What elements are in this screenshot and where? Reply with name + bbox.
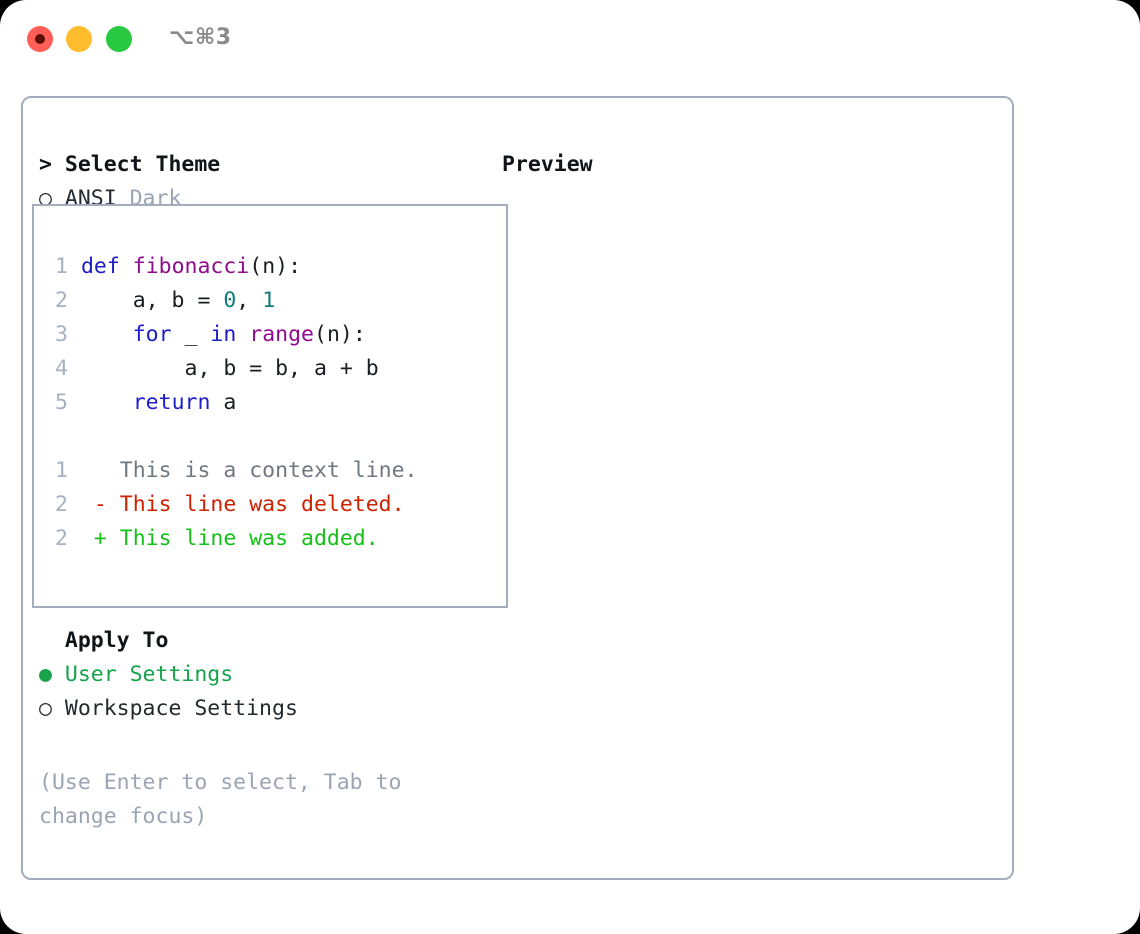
apply-to-item[interactable]: ○ Workspace Settings: [39, 692, 479, 726]
code-gap: [46, 420, 500, 454]
code-gutter-space: [68, 288, 81, 313]
code-token: [81, 322, 133, 347]
close-icon: [35, 34, 45, 44]
diff-line-text: + This line was added.: [68, 526, 379, 551]
code-token: in: [210, 322, 237, 347]
code-token: a, b =: [80, 288, 224, 313]
diff-line-number: 2: [55, 492, 68, 517]
diff-line: 2 - This line was deleted.: [46, 488, 500, 522]
diff-line-number: 2: [55, 526, 68, 551]
radio-selected-icon: ●: [39, 662, 65, 687]
heading-prefix: >: [39, 152, 65, 177]
code-line-number: 1: [55, 254, 68, 279]
code-line-number: 5: [55, 390, 68, 415]
preview-pane: Preview: [502, 148, 992, 182]
code-token: 0: [223, 288, 237, 313]
code-token: for: [132, 322, 172, 347]
code-line: 3 for _ in range(n):: [46, 318, 500, 352]
diff-line-text: - This line was deleted.: [68, 492, 405, 517]
apply-to-label: User Settings: [64, 662, 234, 687]
code-token: a: [210, 390, 237, 415]
apply-to-item[interactable]: ● User Settings: [39, 658, 479, 692]
code-line: 1 def fibonacci(n):: [46, 250, 500, 284]
diff-sample: 1 This is a context line.2 - This line w…: [46, 454, 500, 556]
theme-picker-heading: > Select Theme: [39, 148, 479, 182]
code-token: a, b = b, a + b: [80, 356, 379, 381]
diff-line-number: 1: [55, 458, 68, 483]
preview-title: Preview: [502, 152, 593, 177]
code-line-number: 4: [55, 356, 68, 381]
code-token: ,: [236, 288, 263, 313]
window-shortcut-label: ⌥⌘3: [169, 25, 232, 50]
code-token: (n):: [249, 254, 302, 279]
code-gutter-space: [68, 254, 81, 279]
code-line-number: 3: [55, 322, 68, 347]
diff-line: 1 This is a context line.: [46, 454, 500, 488]
code-token: fibonacci: [132, 254, 250, 279]
code-token: [120, 254, 133, 279]
code-token: [236, 322, 249, 347]
code-token: return: [132, 390, 211, 415]
code-token: [81, 390, 133, 415]
code-line: 2 a, b = 0, 1: [46, 284, 500, 318]
maximize-button[interactable]: [106, 26, 132, 52]
code-token: (n):: [314, 322, 366, 347]
apply-to-list: ● User Settings○ Workspace Settings: [39, 658, 479, 726]
radio-unselected-icon: ○: [39, 696, 65, 721]
code-token: 1: [262, 288, 276, 313]
code-gutter-space: [68, 356, 81, 381]
code-token: def: [80, 254, 120, 279]
page-title: Select Theme: [64, 152, 221, 177]
main-panel: > Select Theme ○ ANSI Dark○ Atom One Dar…: [21, 96, 1014, 880]
apply-to-label: Workspace Settings: [64, 696, 298, 721]
code-token: _: [171, 322, 211, 347]
keyboard-hint: (Use Enter to select, Tab to change focu…: [39, 770, 415, 829]
code-token: range: [249, 322, 314, 347]
code-gutter-space: [68, 322, 81, 347]
minimize-button[interactable]: [66, 26, 92, 52]
code-line: 4 a, b = b, a + b: [46, 352, 500, 386]
diff-line: 2 + This line was added.: [46, 522, 500, 556]
diff-line-text: This is a context line.: [68, 458, 418, 483]
window-titlebar: ⌥⌘3: [0, 0, 1140, 78]
code-line: 5 return a: [46, 386, 500, 420]
code-line-number: 2: [55, 288, 68, 313]
apply-to-heading: Apply To: [39, 628, 169, 653]
code-gutter-space: [68, 390, 81, 415]
